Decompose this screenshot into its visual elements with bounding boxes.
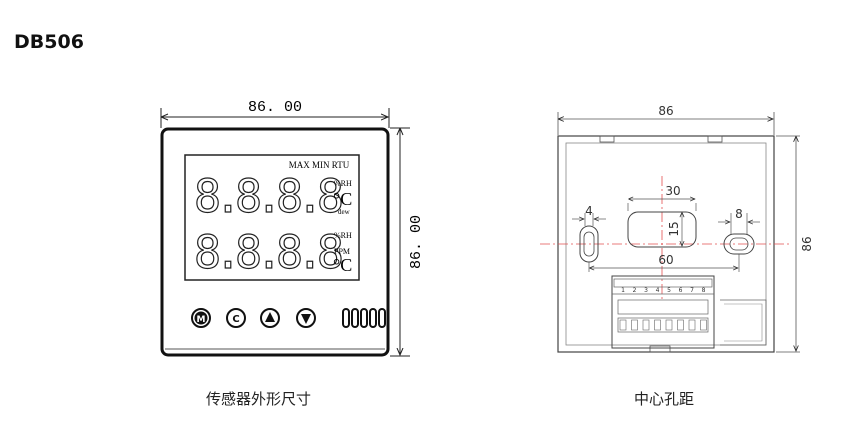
right-hole-dim: 8 <box>735 207 743 221</box>
unit-rh-top: %RH <box>334 179 352 188</box>
terminal-screw <box>688 319 696 331</box>
back-view-caption: 中心孔距 <box>634 390 695 408</box>
terminal-screw <box>631 319 638 331</box>
back-height-dim: 86 <box>800 236 814 251</box>
triangle-up-icon <box>265 312 275 322</box>
lcd-window <box>184 154 360 281</box>
terminal-screw <box>642 319 650 331</box>
terminal-screw <box>700 319 707 331</box>
back-view: 86 86 30 15 4 <box>540 104 814 353</box>
slot-width-dim: 30 <box>665 184 680 198</box>
terminal-screw <box>654 319 661 331</box>
back-width-dim: 86 <box>658 104 673 118</box>
button-up <box>260 308 280 328</box>
lcd-header: MAX MIN RTU <box>289 160 350 170</box>
unit-degc-bottom: °C <box>333 255 352 275</box>
terminal-label: 7 <box>690 287 694 294</box>
button-down <box>296 308 316 328</box>
terminal-label: 6 <box>679 287 683 294</box>
terminal-label: 4 <box>656 287 660 294</box>
button-m-label: M <box>197 315 206 325</box>
terminal-screw <box>677 319 684 331</box>
front-housing <box>160 127 390 357</box>
front-view: 86. 00 86. 00 MAX MIN RTU 8.8.8.8 8.8.8.… <box>160 99 425 357</box>
unit-ppm: PPM <box>334 247 350 256</box>
front-view-caption: 传感器外形尺寸 <box>206 390 312 408</box>
unit-rh-bottom: %RH <box>334 231 352 240</box>
triangle-down-icon <box>301 314 311 324</box>
left-hole-dim: 4 <box>585 204 593 218</box>
lcd-row1-digits: 8.8.8.8 <box>194 170 344 223</box>
center-slot <box>627 211 697 248</box>
terminal-label: 2 <box>633 287 637 294</box>
side-bracket <box>720 299 767 346</box>
model-title: DB506 <box>14 31 84 53</box>
front-height-dim: 86. 00 <box>408 215 425 269</box>
terminal-label: 3 <box>644 287 648 294</box>
button-m: M <box>191 308 211 328</box>
terminal-label: 8 <box>702 287 706 294</box>
front-width-dim: 86. 00 <box>248 99 302 116</box>
button-c: C <box>226 308 246 328</box>
slot-height-dim: 15 <box>667 221 681 236</box>
terminal-screw <box>665 319 673 331</box>
lcd-row2-digits: 8.8.8.8 <box>194 226 344 279</box>
terminal-label: 5 <box>667 287 671 294</box>
vent-slots <box>342 308 386 328</box>
button-c-label: C <box>232 314 239 325</box>
unit-degc-top: °C <box>333 189 352 209</box>
terminal-screw <box>619 319 627 331</box>
terminal-label: 1 <box>621 287 625 294</box>
unit-dew: dew <box>338 208 351 216</box>
center-spacing-dim: 60 <box>658 253 673 267</box>
